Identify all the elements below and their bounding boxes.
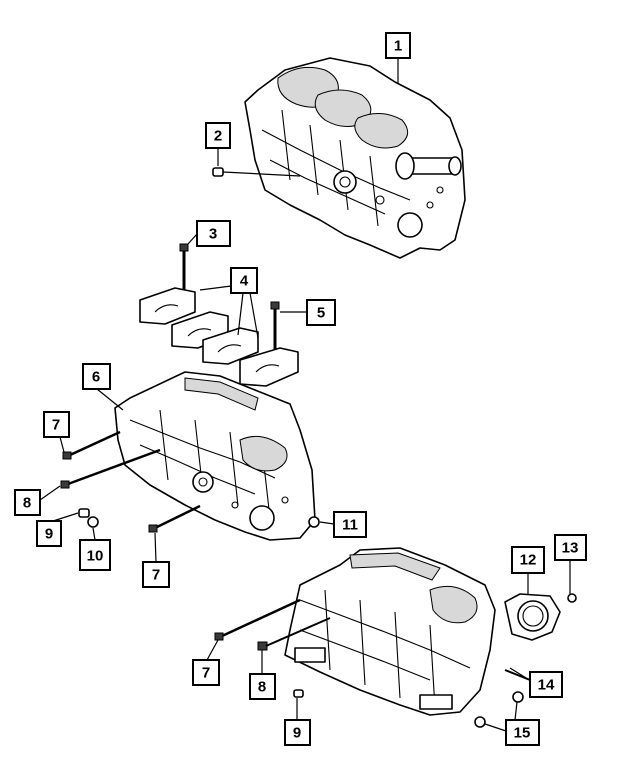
callout-14: 14 xyxy=(529,671,563,698)
callout-11: 11 xyxy=(333,511,367,538)
callout-label: 11 xyxy=(342,517,358,534)
callout-label: 15 xyxy=(514,725,531,742)
callout-label: 5 xyxy=(317,305,325,322)
engine-block-assembly xyxy=(244,57,466,259)
callout-label: 7 xyxy=(202,665,210,682)
callout-5: 5 xyxy=(306,299,336,326)
main-bearing-caps xyxy=(139,287,299,387)
cylinder-block-lower xyxy=(284,547,496,716)
callout-7-middle: 7 xyxy=(142,561,170,588)
rear-seal-retainer xyxy=(504,593,561,641)
bearing-cap xyxy=(139,287,196,325)
callout-label: 14 xyxy=(538,677,555,694)
callout-9-upper: 9 xyxy=(36,520,62,547)
callout-2: 2 xyxy=(205,122,231,149)
cylinder-block-middle xyxy=(114,371,316,541)
callout-7-upper: 7 xyxy=(43,411,70,438)
callout-label: 8 xyxy=(23,495,31,512)
callout-label: 12 xyxy=(520,552,537,569)
callout-6: 6 xyxy=(82,363,111,390)
callout-12: 12 xyxy=(511,546,545,574)
callout-label: 3 xyxy=(209,226,217,243)
callout-1: 1 xyxy=(385,32,411,59)
callout-label: 7 xyxy=(52,417,60,434)
callout-8-upper: 8 xyxy=(14,489,41,516)
callout-8-lower: 8 xyxy=(249,673,276,700)
callout-15: 15 xyxy=(505,719,540,746)
block-bolts-lower xyxy=(214,598,536,728)
callout-label: 2 xyxy=(214,128,222,145)
callout-label: 9 xyxy=(45,526,53,543)
callout-13: 13 xyxy=(554,534,587,561)
callout-4: 4 xyxy=(230,267,258,294)
cup-plug xyxy=(87,516,320,528)
callout-9-lower: 9 xyxy=(284,719,311,746)
block-bolts-middle xyxy=(60,430,201,533)
bearing-cap xyxy=(202,327,259,365)
leader-lines xyxy=(39,58,571,732)
dowel-pin-part xyxy=(212,167,224,177)
callout-3: 3 xyxy=(196,220,231,247)
callout-10: 10 xyxy=(79,539,111,571)
callout-label: 7 xyxy=(152,567,160,584)
callout-label: 9 xyxy=(293,725,301,742)
main-cap-bolt-part xyxy=(179,243,189,290)
callout-label: 10 xyxy=(87,548,104,565)
callout-label: 1 xyxy=(394,38,402,55)
callout-label: 4 xyxy=(240,273,249,290)
plug-small xyxy=(78,508,90,518)
main-cap-side-bolt-part xyxy=(270,301,280,350)
small-plug-13 xyxy=(567,593,577,603)
callout-label: 13 xyxy=(562,540,579,557)
callout-7-lower: 7 xyxy=(192,659,220,686)
callout-label: 6 xyxy=(92,369,100,386)
callout-label: 8 xyxy=(258,679,266,696)
